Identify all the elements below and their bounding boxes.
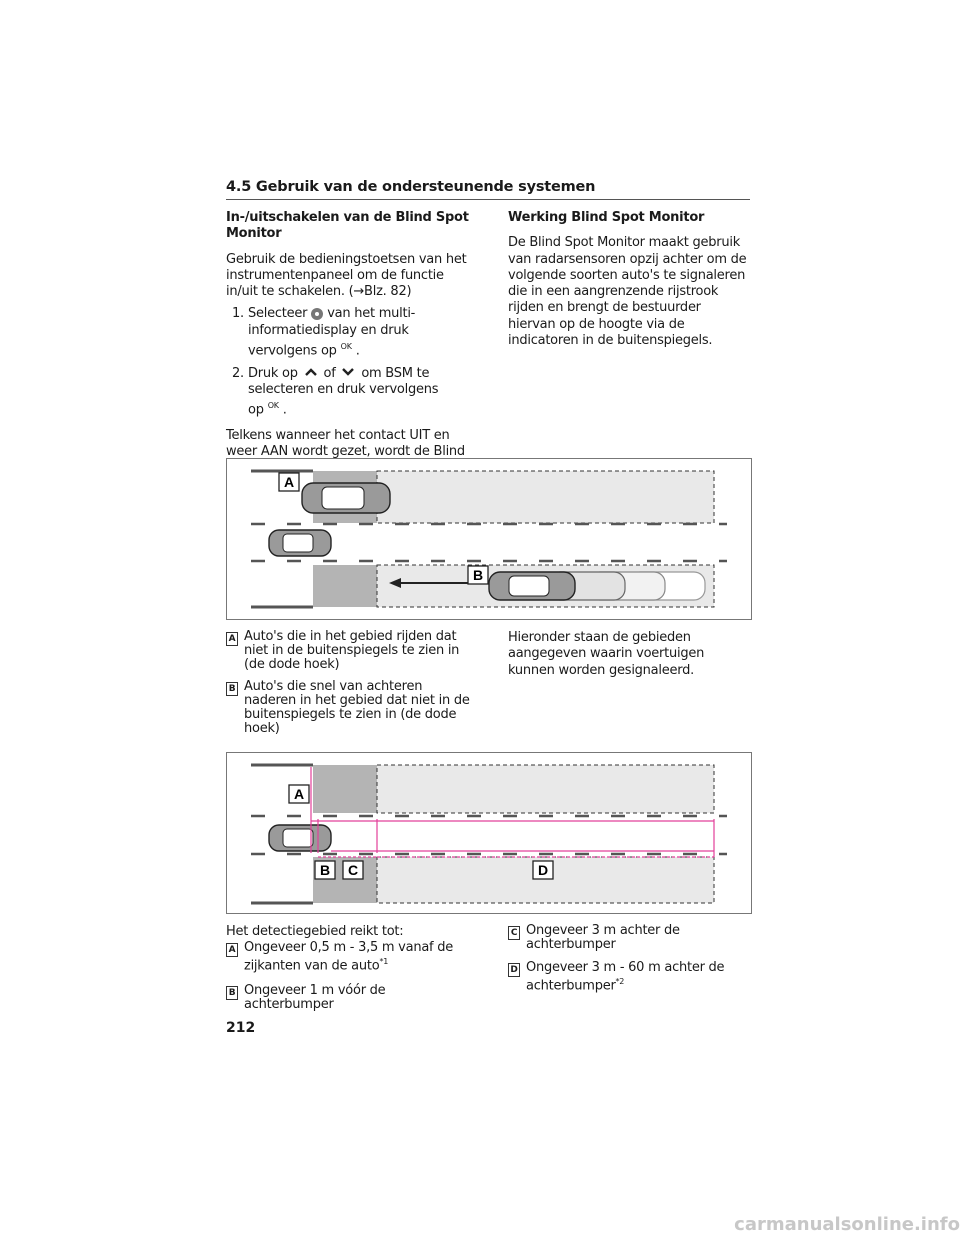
legend-2-item-b: B Ongeveer 1 m vóór de achterbumper (226, 982, 478, 1012)
legend-2-right: C Ongeveer 3 m achter de achterbumper D … (508, 924, 750, 993)
figure-blind-spot-1: A B (226, 458, 752, 620)
legend-2-text-b: Ongeveer 1 m vóór de achterbumper (244, 982, 386, 1012)
legend-1-right: Hieronder staan de gebieden aangegeven w… (508, 630, 750, 679)
step-2: 2. Druk op of om BSM te selecteren en dr… (226, 366, 474, 419)
car-a (301, 482, 391, 514)
fig1-label-b: B (473, 567, 483, 583)
chevron-down-icon (342, 367, 355, 376)
zone-light-top-2 (376, 764, 715, 814)
footnote-ref-2: *2 (615, 977, 625, 986)
legend-2-text-a: Ongeveer 0,5 m - 3,5 m vanaf de zijkante… (244, 941, 478, 973)
detection-range-lines (310, 767, 715, 858)
step-1-text-a: Selecteer (248, 306, 308, 322)
legend-2-key-b: B (226, 985, 238, 1000)
fig2-label-c-box (342, 860, 364, 880)
step-2-text-of: of (323, 365, 336, 381)
footnote-ref-1: *1 (379, 957, 389, 967)
legend-1-key-b: B (226, 682, 238, 696)
section-divider (226, 199, 750, 200)
fig1-label-b-box (467, 565, 489, 585)
approach-arrow-head (389, 578, 401, 588)
ok-icon: OK (340, 342, 352, 352)
chevron-up-icon (304, 368, 317, 376)
step-2-text-b: om BSM te selecteren en druk vervolgens … (248, 365, 439, 418)
zone-light-top (376, 470, 715, 524)
zone-dark-top-2 (313, 765, 377, 813)
fig2-label-d: D (538, 862, 548, 878)
ego-car (268, 529, 332, 557)
fig2-label-c: C (348, 862, 358, 878)
fig2-label-a-box (288, 784, 310, 804)
legend-1-text-b: Auto's die snel van achteren naderen in … (244, 679, 470, 736)
fig2-label-a: A (294, 786, 304, 802)
fig2-label-b-box (314, 860, 336, 880)
figure-blind-spot-2: A B C D (226, 752, 752, 914)
left-heading: In-/uitschakelen van de Blind Spot Monit… (226, 210, 469, 242)
detection-range-intro: Het detectiegebied reikt tot: (226, 924, 404, 939)
legend-1-left: A Auto's die in het gebied rijden dat ni… (226, 630, 474, 736)
legend-1-key-a: A (226, 632, 238, 646)
legend-2-text-d: Ongeveer 3 m - 60 m achter de achterbump… (526, 960, 750, 994)
ok-icon-2: OK (267, 401, 279, 411)
road-diagram-1: A B (251, 469, 727, 609)
page-number: 212 (226, 1020, 256, 1036)
detection-area-diagram: A B C D (251, 763, 727, 905)
intro-paragraph: Gebruik de bedieningstoetsen van het ins… (226, 251, 467, 300)
right-paragraph: De Blind Spot Monitor maakt gebruik van … (508, 235, 747, 349)
step-2-number: 2. (232, 365, 244, 381)
gear-icon (311, 307, 324, 320)
legend-2-key-a: A (226, 943, 238, 958)
right-heading: Werking Blind Spot Monitor (508, 210, 705, 225)
right-column: Werking Blind Spot Monitor De Blind Spot… (508, 210, 750, 349)
step-1-text-b: van het multi-informatiedisplay en druk … (248, 306, 416, 359)
legend-1-item-a: A Auto's die in het gebied rijden dat ni… (226, 630, 474, 672)
car-b (488, 571, 576, 601)
legend-2-item-c: C Ongeveer 3 m achter de achterbumper (508, 924, 750, 952)
step-2-text-a: Druk op (248, 365, 298, 381)
legend-2-text-c: Ongeveer 3 m achter de achterbumper (526, 923, 680, 952)
watermark: carmanualsonline.info (734, 1214, 960, 1235)
detection-intro-text: Hieronder staan de gebieden aangegeven w… (508, 630, 705, 678)
zone-dark-bottom (313, 565, 377, 607)
legend-2-key-d: D (508, 963, 520, 977)
left-column: In-/uitschakelen van de Blind Spot Monit… (226, 210, 474, 493)
legend-2-item-a: A Ongeveer 0,5 m - 3,5 m vanaf de zijkan… (226, 941, 478, 973)
fig1-label-a-box (278, 472, 300, 492)
car-b-trail (548, 571, 706, 601)
legend-1-text-a: Auto's die in het gebied rijden dat niet… (244, 629, 460, 672)
legend-2-text-a-main: Ongeveer 0,5 m - 3,5 m vanaf de zijkante… (244, 940, 453, 974)
step-1-number: 1. (232, 306, 244, 322)
ego-car-2 (268, 824, 332, 852)
fig2-label-d-box (532, 860, 554, 880)
legend-1-item-b: B Auto's die snel van achteren naderen i… (226, 680, 474, 736)
step-2-text: Druk op of om BSM te selecteren en druk … (248, 365, 439, 418)
section-title: 4.5 Gebruik van de ondersteunende system… (226, 179, 596, 195)
legend-2-text-d-main: Ongeveer 3 m - 60 m achter de achterbump… (526, 960, 725, 994)
fig1-label-a: A (284, 474, 294, 490)
legend-2-item-d: D Ongeveer 3 m - 60 m achter de achterbu… (508, 960, 750, 994)
legend-2-left: Het detectiegebied reikt tot: A Ongeveer… (226, 924, 478, 1012)
legend-2-key-c: C (508, 926, 520, 940)
fig2-label-b: B (320, 862, 330, 878)
